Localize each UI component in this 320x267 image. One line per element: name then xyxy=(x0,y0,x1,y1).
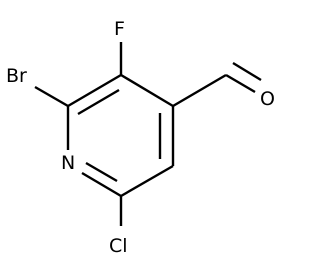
pyridine-ring xyxy=(66,73,175,198)
oxygen-label: O xyxy=(260,88,275,110)
nitrogen-label: N xyxy=(61,152,75,174)
bond-c2-c3 xyxy=(67,73,122,108)
substituent-bonds xyxy=(34,42,262,226)
bond-cho-o-double xyxy=(232,61,262,82)
bromine-label: Br xyxy=(6,65,27,87)
bond-c3-c4 xyxy=(120,73,174,108)
bond-c6-n1 xyxy=(81,171,122,198)
bond-c2-c3-double xyxy=(77,88,120,116)
bond-cho-o xyxy=(225,73,256,94)
bond-c2-br xyxy=(34,85,69,108)
fluorine-label: F xyxy=(114,18,125,40)
bond-c6-n1-double xyxy=(85,161,118,183)
chemical-structure-diagram: Br F N Cl O xyxy=(6,18,275,257)
chlorine-label: Cl xyxy=(109,235,128,257)
bond-c5-c6 xyxy=(120,164,174,198)
bond-c4-cho xyxy=(172,73,227,108)
